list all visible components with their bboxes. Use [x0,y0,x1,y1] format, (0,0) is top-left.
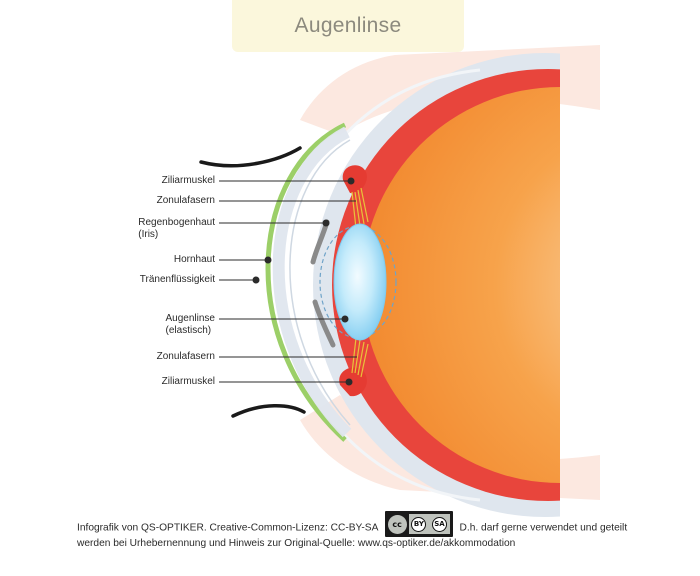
cornea-inner-line [289,139,351,426]
footer-line-2: werden bei Urhebernennung und Hinweis zu… [77,538,516,549]
ciliary-muscle-bottom [339,367,367,397]
cornea [272,126,352,438]
label-traenenfluessigkeit: Tränenflüssigkeit [139,274,215,285]
ciliary-muscle-top [342,165,367,194]
cc-badge-right: BY SA [408,514,450,534]
footer-line-1: Infografik von QS-OPTIKER. Creative-Comm… [77,511,677,537]
label-augenlinse-line2: (elastisch) [165,325,212,336]
eye-interior [362,87,560,483]
diagram-title: Augenlinse [294,14,402,37]
label-augenlinse: Augenlinse (elastisch) [166,313,215,337]
cc-by-sa-badge[interactable]: cc BY SA [384,511,453,537]
label-regenbogenhaut-line2: (Iris) [138,229,159,240]
sclera-highlight-lower [338,429,481,502]
label-augenlinse-line1: Augenlinse [165,313,215,324]
zonular-fibers-bottom [351,337,369,378]
label-regenbogenhaut-line1: Regenbogenhaut [138,217,215,228]
iris-bottom [312,299,336,348]
zonular-fibers-top [351,187,369,229]
lens-outline-dashed [319,225,397,339]
upper-lashes [199,146,302,168]
footer-credit: Infografik von QS-OPTIKER. Creative-Comm… [77,511,677,551]
label-zonulafasern-bottom: Zonulafasern [156,351,215,362]
footer-line-1-text-b: D.h. darf gerne verwendet und geteilt [459,522,628,534]
lower-lashes [231,404,306,418]
sa-icon: SA [431,516,447,532]
lens [333,223,387,341]
sclera-highlight [338,68,481,141]
title-box: Augenlinse [232,0,464,52]
label-ziliarmuskel-bottom: Ziliarmuskel [161,376,215,387]
cc-icon: cc [387,514,407,534]
label-hornhaut: Hornhaut [173,254,215,265]
label-ziliarmuskel-top: Ziliarmuskel [161,175,215,186]
label-zonulafasern-top: Zonulafasern [156,195,215,206]
label-regenbogenhaut: Regenbogenhaut (Iris) [138,217,215,241]
leader-lines [219,177,357,386]
footer-line-1-text-a: Infografik von QS-OPTIKER. Creative-Comm… [77,522,378,534]
by-icon: BY [411,516,427,532]
